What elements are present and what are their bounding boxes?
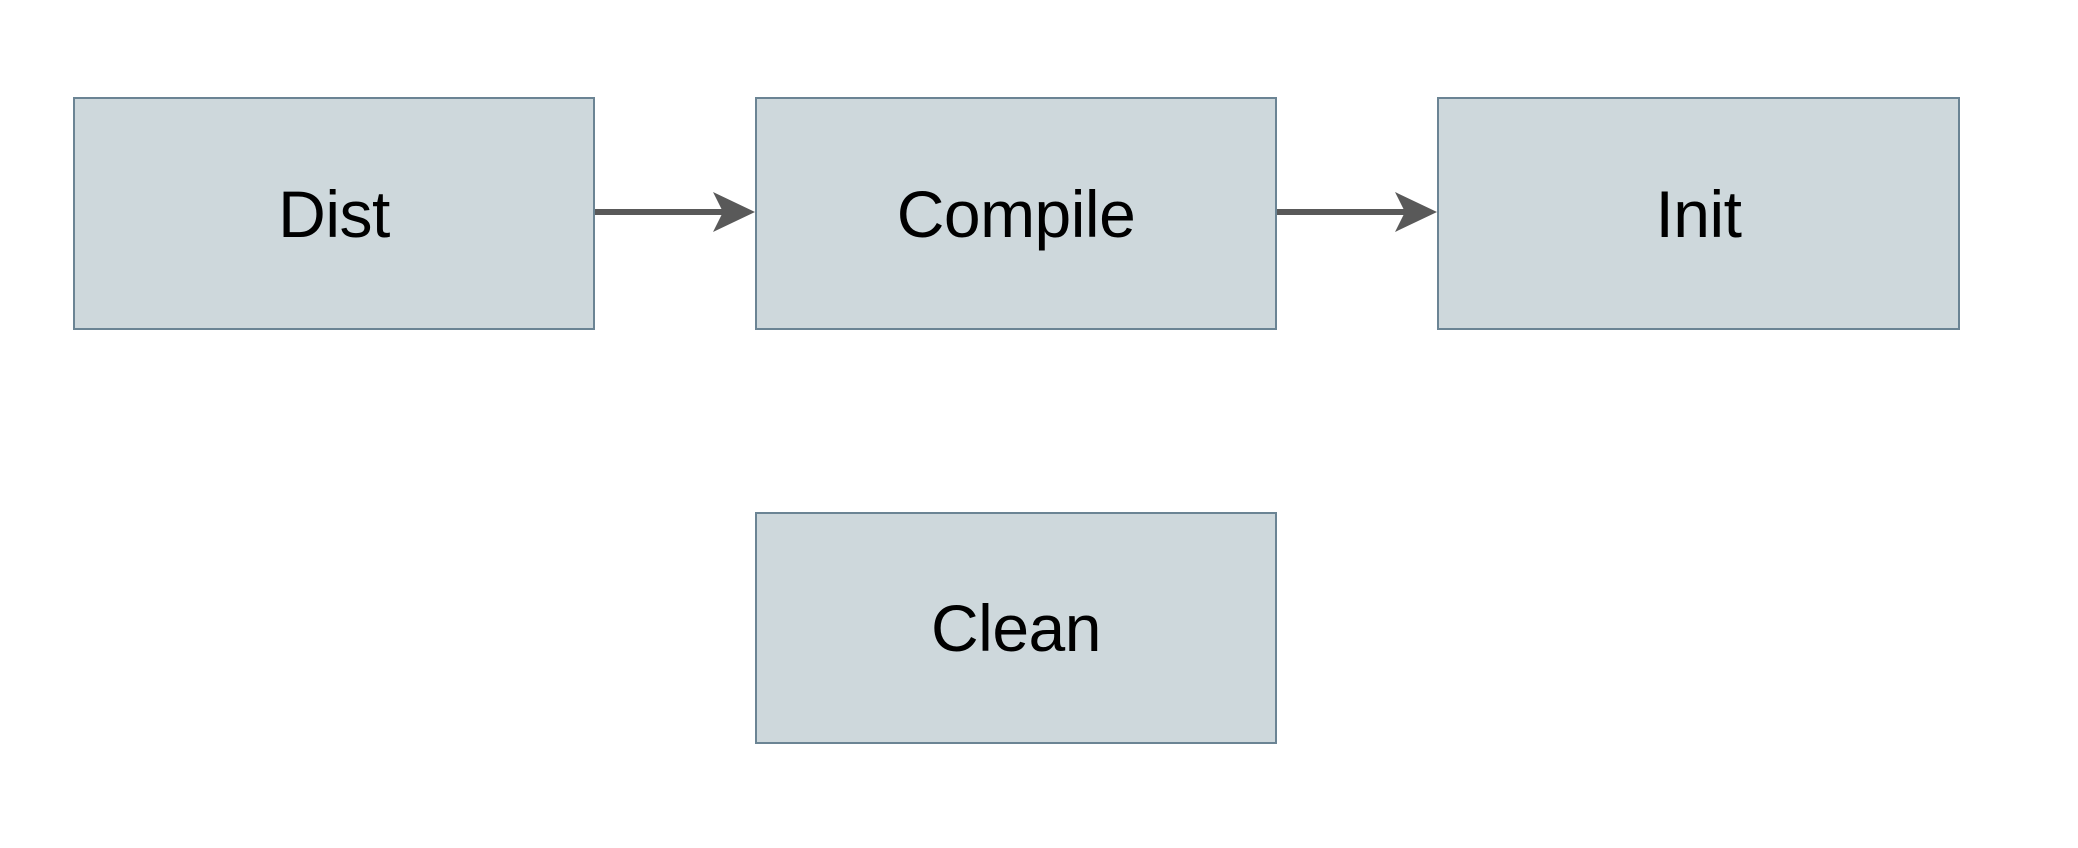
arrowhead-icon [1395,192,1437,232]
node-clean[interactable]: Clean [755,512,1277,744]
node-compile[interactable]: Compile [755,97,1277,330]
node-compile-label: Compile [896,176,1136,251]
node-init[interactable]: Init [1437,97,1960,330]
node-dist[interactable]: Dist [73,97,595,330]
node-dist-label: Dist [278,176,390,251]
node-init-label: Init [1655,176,1742,251]
edge-dist-to-compile-svg [595,192,755,232]
arrowhead-icon [713,192,755,232]
edge-compile-to-init[interactable] [1277,182,1437,242]
edge-compile-to-init-svg [1277,192,1437,232]
node-clean-label: Clean [931,591,1101,665]
edge-dist-to-compile[interactable] [595,182,755,242]
